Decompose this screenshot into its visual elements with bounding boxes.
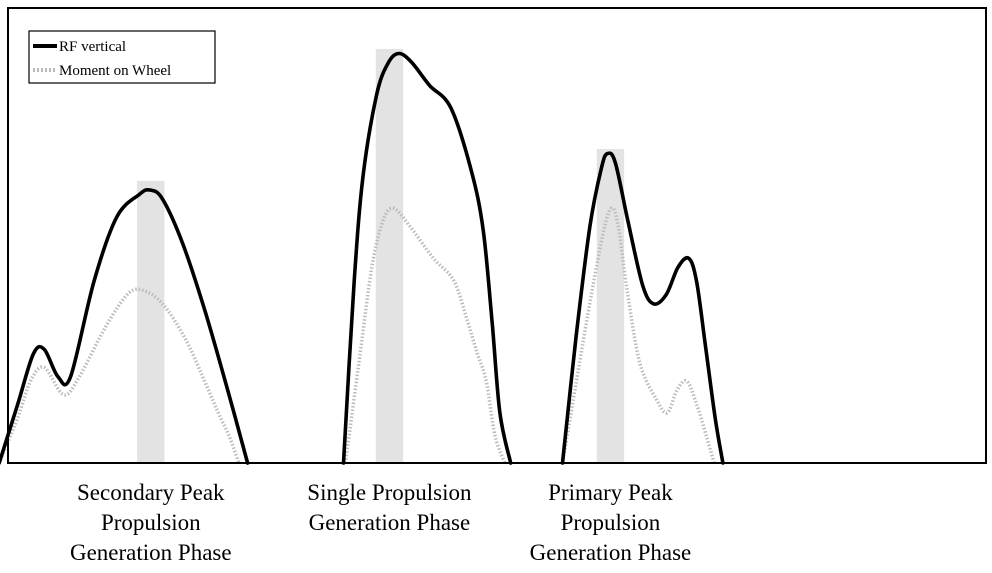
phase-label-3-line-3: Generation Phase (530, 540, 692, 565)
series-rf-vertical-phase-1 (0, 187, 250, 465)
phase-label-3-line-1: Primary Peak (548, 480, 673, 505)
phase-label-2-line-2: Generation Phase (309, 510, 471, 535)
phase-label-2-line-1: Single Propulsion (307, 480, 472, 505)
series-rf-vertical-phase-3 (560, 151, 725, 465)
plot-frame (7, 7, 987, 464)
highlight-band-phase-2 (375, 48, 404, 463)
series-moment-on-wheel-phase-1 (0, 287, 241, 464)
series-moment-on-wheel-phase-3 (560, 206, 716, 464)
legend-label-moment-on-wheel: Moment on Wheel (59, 63, 171, 79)
highlight-band-phase-1 (137, 180, 165, 463)
phase-label-1-line-2: Propulsion (101, 510, 201, 535)
legend: RF vertical Moment on Wheel (28, 30, 216, 84)
series-rf-vertical-phase-2 (341, 51, 513, 465)
series-moment-on-wheel-phase-2 (343, 206, 507, 464)
legend-box (28, 30, 216, 84)
series-lines (0, 51, 725, 465)
phase-label-1-line-1: Secondary Peak (77, 480, 225, 505)
highlight-band-phase-3 (596, 149, 625, 464)
legend-label-rf-vertical: RF vertical (59, 39, 126, 55)
highlight-bands (137, 48, 625, 464)
phase-label-1-line-3: Generation Phase (70, 540, 232, 565)
phase-label-3-line-2: Propulsion (561, 510, 661, 535)
